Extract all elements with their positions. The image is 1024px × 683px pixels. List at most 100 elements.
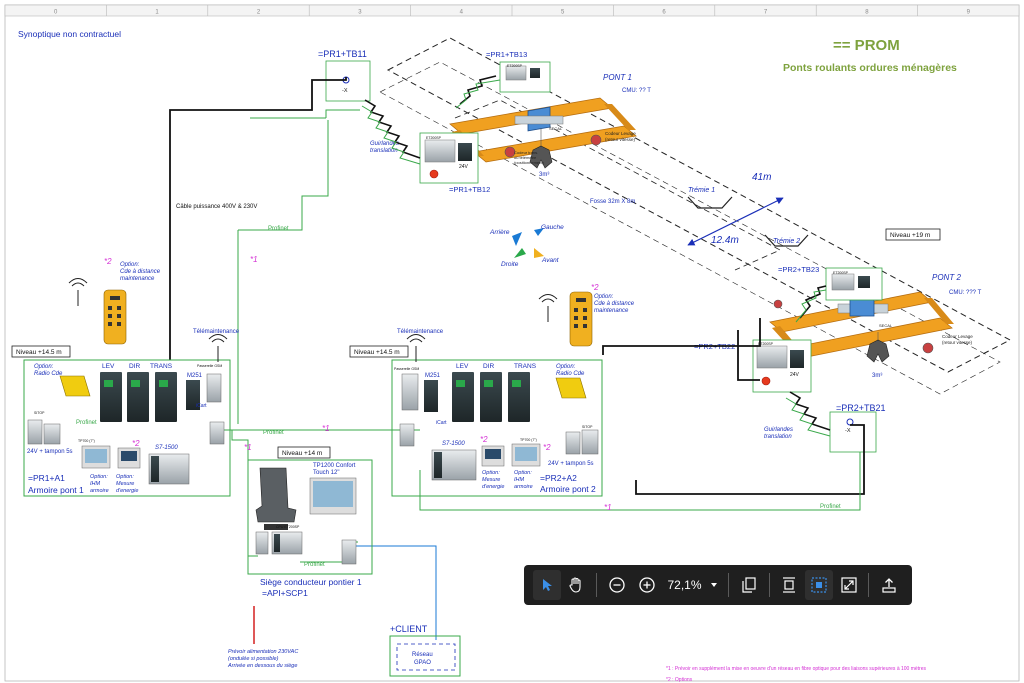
- synoptic-note: Synoptique non contractuel: [18, 29, 121, 39]
- svg-text:Trémie 2: Trémie 2: [773, 238, 800, 245]
- fit-height-button[interactable]: [775, 570, 803, 600]
- zoom-dropdown-button[interactable]: [707, 570, 723, 600]
- svg-text:DIR: DIR: [483, 363, 495, 370]
- bridge-2: SECAL 3m³ PONT 2 CMU: ??? T Codeur Levag…: [769, 273, 982, 379]
- svg-text:24V + tampon 5s: 24V + tampon 5s: [27, 449, 73, 455]
- zoom-level: 72,1%: [667, 578, 702, 592]
- svg-text:Arrière: Arrière: [489, 229, 510, 236]
- svg-text:=PR2+TB23: =PR2+TB23: [778, 265, 819, 274]
- svg-text:translation: translation: [764, 434, 792, 440]
- footnote-1: *1 : Prévoir en supplément la mise en oe…: [666, 666, 926, 672]
- power-supply-note: Prévoir alimentation 230VAC (ondulée si …: [227, 649, 298, 669]
- svg-text:IHM: IHM: [514, 477, 525, 483]
- svg-text:=PR1+TB12: =PR1+TB12: [449, 185, 490, 194]
- svg-text:Prévoir alimentation 230VAC: Prévoir alimentation 230VAC: [228, 649, 298, 655]
- svg-text:GPAO: GPAO: [414, 660, 431, 666]
- svg-text:Profinet: Profinet: [304, 562, 325, 568]
- hand-tool-button[interactable]: [563, 570, 591, 600]
- svg-text:-X: -X: [342, 88, 348, 94]
- page-view-button[interactable]: [735, 570, 763, 600]
- copy-pages-icon: [742, 577, 756, 593]
- svg-text:Option:: Option:: [594, 294, 614, 300]
- svg-text:Option:: Option:: [116, 474, 134, 480]
- page-title: == PROM: [833, 37, 900, 54]
- pit-width: 12.4m: [711, 235, 739, 246]
- full-screen-button[interactable]: [835, 570, 863, 600]
- level-19-label: Niveau +19 m: [885, 228, 941, 241]
- svg-text:Mesure: Mesure: [116, 481, 134, 487]
- tb23-box: ET200SP =PR2+TB23: [778, 265, 883, 301]
- svg-text:Télémaintenance: Télémaintenance: [397, 329, 444, 335]
- svg-text:Cde à distance: Cde à distance: [594, 301, 635, 307]
- select-tool-button[interactable]: [533, 570, 561, 600]
- svg-text:=API+SCP1: =API+SCP1: [262, 588, 308, 598]
- chevron-down-icon: [711, 583, 718, 587]
- svg-text:Siège conducteur pontier 1: Siège conducteur pontier 1: [260, 577, 362, 587]
- svg-text:*2: *2: [591, 283, 599, 292]
- zoom-in-button[interactable]: [633, 570, 661, 600]
- svg-text:Codeur Levage: Codeur Levage: [942, 334, 973, 339]
- svg-text:*2: *2: [543, 443, 551, 452]
- profinet-label-3: Profinet: [820, 504, 841, 510]
- grid-column-label: 0: [54, 10, 58, 16]
- tb11-box: -X =PR1+TB11: [318, 49, 371, 102]
- svg-text:Avant: Avant: [541, 257, 560, 264]
- svg-text:TRANS: TRANS: [150, 363, 173, 370]
- grid-column-label: 8: [865, 10, 869, 16]
- toolbar-separator: [728, 573, 729, 597]
- svg-text:IHM: IHM: [90, 481, 101, 487]
- cursor-icon: [542, 579, 552, 591]
- page-subtitle: Ponts roulants ordures ménagères: [783, 62, 957, 74]
- svg-text:(ondulée si possible): (ondulée si possible): [228, 656, 279, 662]
- svg-text:(positionnement): (positionnement): [514, 160, 544, 165]
- svg-text:3m³: 3m³: [872, 373, 882, 379]
- antenna-icon: [68, 278, 558, 362]
- plus-circle-icon: [639, 577, 655, 593]
- svg-text:Option:: Option:: [120, 262, 140, 268]
- svg-text:Mesure: Mesure: [482, 477, 500, 483]
- svg-text:Passerelle GSM: Passerelle GSM: [197, 364, 222, 368]
- svg-text:Niveau +19 m: Niveau +19 m: [890, 232, 930, 239]
- fit-height-icon: [783, 577, 796, 593]
- grid-column-label: 1: [155, 10, 159, 16]
- svg-text:=PR2+TB21: =PR2+TB21: [836, 403, 886, 413]
- svg-text:LEV: LEV: [102, 363, 115, 370]
- pit-width-arrow: [687, 197, 784, 246]
- svg-text:*2: *2: [480, 435, 488, 444]
- svg-text:Passerelle GSM: Passerelle GSM: [394, 367, 419, 371]
- svg-text:TP700 (7"): TP700 (7"): [520, 438, 537, 442]
- fit-width-icon: [811, 577, 827, 593]
- svg-text:*2: *2: [104, 257, 112, 266]
- svg-text:Armoire pont 2: Armoire pont 2: [540, 484, 596, 494]
- svg-text:ET200SP: ET200SP: [426, 136, 442, 140]
- svg-text:M251: M251: [425, 373, 441, 379]
- svg-text:armoire: armoire: [90, 488, 109, 494]
- tb22-box: ET200SP 24V =PR2+TB22: [694, 339, 812, 393]
- svg-text:ET200SP: ET200SP: [758, 342, 774, 346]
- svg-text:Trémie 1: Trémie 1: [688, 187, 715, 194]
- svg-text:M251: M251: [187, 373, 203, 379]
- viewer-toolbar: 72,1%: [524, 565, 912, 605]
- fit-width-button[interactable]: [805, 570, 833, 600]
- grid-column-label: 5: [561, 10, 565, 16]
- svg-text:Gauche: Gauche: [541, 224, 564, 231]
- pit-length: 41m: [752, 172, 771, 183]
- svg-text:Option:: Option:: [90, 474, 108, 480]
- svg-text:Cde à distance: Cde à distance: [120, 269, 161, 275]
- minus-circle-icon: [609, 577, 625, 593]
- svg-text:Réseau: Réseau: [412, 652, 433, 658]
- svg-text:iCart: iCart: [196, 403, 207, 409]
- zoom-out-button[interactable]: [603, 570, 631, 600]
- svg-text:=PR1+TB13: =PR1+TB13: [486, 50, 527, 59]
- download-button[interactable]: [875, 570, 903, 600]
- power-cable-label: Câble puissance 400V & 230V: [176, 204, 257, 210]
- svg-text:*1: *1: [604, 503, 612, 512]
- guirlandes-2: Guirlandes: [764, 427, 793, 433]
- svg-text:Radio Cde: Radio Cde: [556, 371, 585, 377]
- toolbar-separator: [868, 573, 870, 597]
- svg-text:*1: *1: [244, 443, 252, 452]
- svg-text:maintenance: maintenance: [594, 308, 629, 314]
- svg-text:Arrivée en dessous du siège: Arrivée en dessous du siège: [227, 663, 297, 669]
- svg-text:Niveau +14 m: Niveau +14 m: [282, 450, 322, 457]
